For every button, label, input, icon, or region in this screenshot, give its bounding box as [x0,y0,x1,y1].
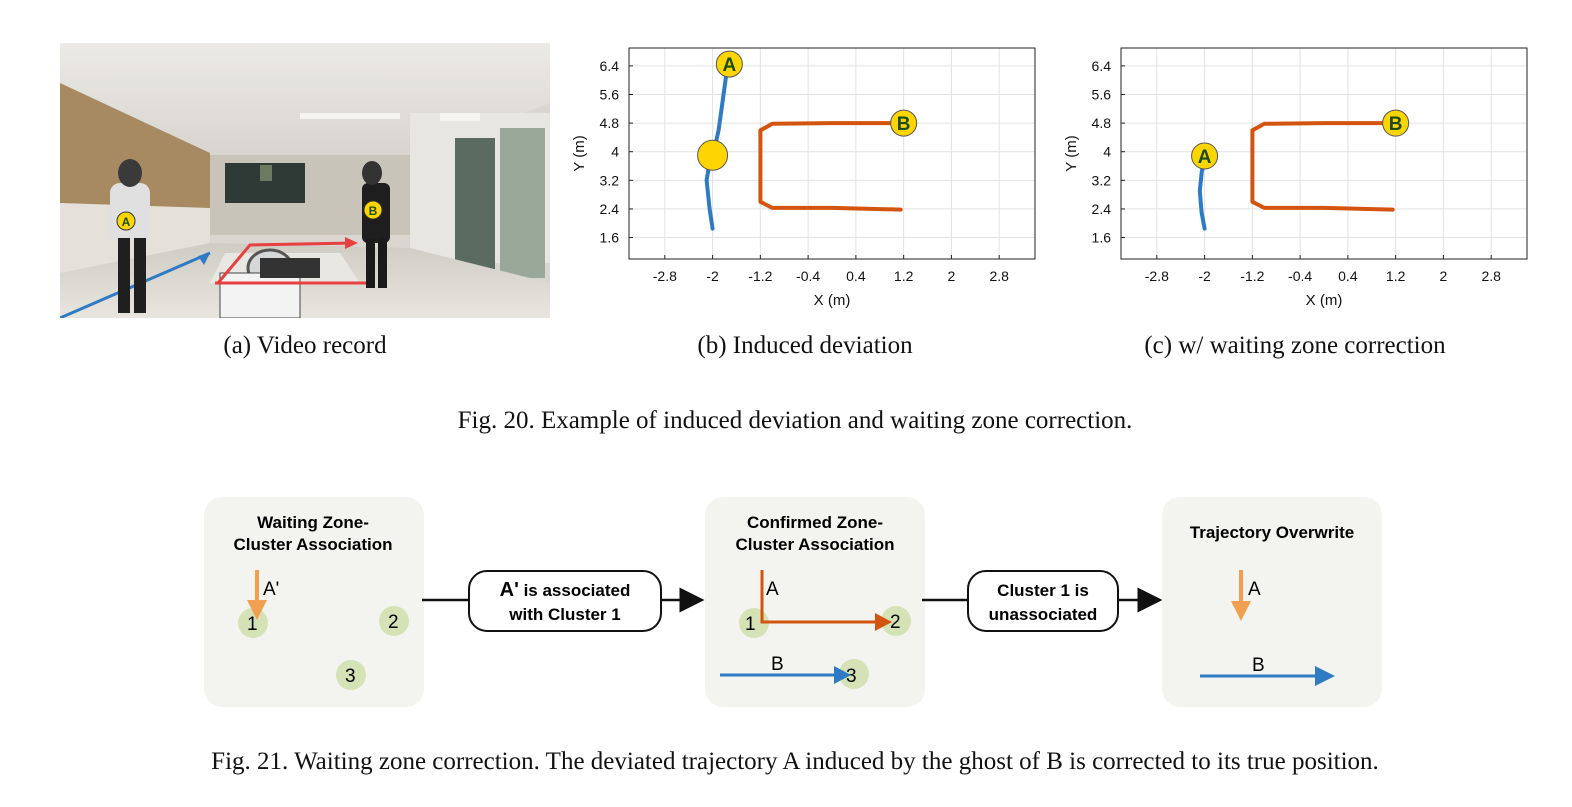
cluster-2-confirmed-label: 2 [890,612,901,633]
marker-b [1382,109,1410,137]
y-tick-label: 4 [1103,144,1111,160]
y-axis-label: Y (m) [1063,135,1080,171]
cluster-3-confirmed [839,659,869,689]
panel2-title-2: Cluster Association [735,535,894,554]
panel3-title: Trajectory Overwrite [1190,523,1354,542]
cluster-3 [336,660,366,690]
y-axis-label: Y (m) [571,135,588,171]
x-tick-label: 2.8 [989,268,1009,284]
plot-area [629,48,1035,259]
marker-label: B [897,114,911,135]
y-tick-label: 5.6 [600,86,620,102]
step2-line2: unassociated [989,605,1098,624]
subcaption-a: (a) Video record [223,332,387,359]
marker-label: B [1389,114,1403,135]
step-associated [468,570,662,632]
y-tick-label: 1.6 [1092,230,1112,246]
x-axis-label: X (m) [1306,292,1343,309]
step1-line1: A' is associated [500,579,631,601]
marker-a [1191,142,1219,170]
x-tick-label: -2 [706,268,719,284]
waiting-zone-diagram: Waiting Zone- Cluster Association 1 2 3 … [204,497,1382,707]
arrow-a-prime-label: A' [263,579,279,600]
plot-frame [628,47,1036,260]
step2-line1: Cluster 1 is [997,581,1089,600]
x-tick-label: -1.2 [1240,268,1264,284]
panel1-title-1: Waiting Zone- [257,513,369,532]
y-tick-label: 4 [611,144,619,160]
plot-frame [1120,47,1528,260]
marker-label: A [722,55,736,76]
subcaption-b: (b) Induced deviation [697,332,913,359]
video-record-photo: A B [60,43,550,318]
arrow-b-confirmed-label: B [771,654,784,675]
x-tick-label: 1.2 [1386,268,1406,284]
marker-a [715,50,743,78]
x-tick-label: -2.8 [653,268,677,284]
trajectory-series-2 [758,121,906,212]
x-tick-label: -1.2 [748,268,772,284]
marker-b [890,109,918,137]
x-tick-label: 2.8 [1481,268,1501,284]
panel-confirmed-zone [705,497,925,707]
panel-waiting-zone [204,497,424,707]
y-tick-label: 1.6 [600,230,620,246]
cluster-1-confirmed-label: 1 [745,614,756,635]
arrow-b-overwrite-label: B [1252,655,1265,676]
cluster-1 [238,608,268,638]
photo-marker-b: B [369,204,378,218]
y-tick-label: 3.2 [1092,172,1112,188]
arrow-a-confirmed-label: A [766,579,779,600]
cluster-2-label: 2 [388,612,399,633]
waiting-zone-correction-chart: -2.8 -2 -1.2 -0.4 0.4 1.2 2 2.8 1.6 2.4 3.2 4 4.8 5.6… [1063,47,1528,309]
x-tick-label: 1.2 [894,268,914,284]
arrow-a-confirmed [760,570,877,624]
x-tick-label: -0.4 [796,268,820,284]
cluster-3-label: 3 [345,666,356,687]
y-tick-label: 3.2 [600,172,620,188]
y-tick-label: 4.8 [1092,115,1112,131]
fig20-caption: Fig. 20. Example of induced deviation an… [457,407,1133,434]
x-tick-label: 0.4 [846,268,866,284]
panel-trajectory-overwrite [1162,497,1382,707]
step1-line2: with Cluster 1 [508,605,620,624]
marker-label: A [1198,147,1212,168]
y-tick-label: 6.4 [1092,58,1112,74]
x-tick-label: -2.8 [1145,268,1169,284]
x-tick-label: 2 [948,268,956,284]
cluster-2-confirmed [881,606,911,636]
x-tick-label: -2 [1198,268,1211,284]
marker-ghost [697,139,729,171]
cluster-2 [379,606,409,636]
y-tick-label: 2.4 [1092,201,1112,217]
panel1-title-2: Cluster Association [233,535,392,554]
step-unassociated [967,570,1119,632]
x-axis-label: X (m) [814,292,851,309]
cluster-3-confirmed-label: 3 [846,666,857,687]
y-tick-label: 4.8 [600,115,620,131]
trajectory-series-2 [1250,121,1398,212]
arrow-a-overwrite-label: A [1248,579,1261,600]
photo-marker-a: A [122,215,131,229]
x-tick-label: 2 [1440,268,1448,284]
x-tick-label: -0.4 [1288,268,1312,284]
panel2-title-1: Confirmed Zone- [747,513,883,532]
subcaption-c: (c) w/ waiting zone correction [1144,332,1446,359]
y-tick-label: 5.6 [1092,86,1112,102]
x-tick-label: 0.4 [1338,268,1358,284]
fig21-caption: Fig. 21. Waiting zone correction. The de… [211,748,1379,775]
y-tick-label: 6.4 [600,58,620,74]
y-tick-label: 2.4 [600,201,620,217]
cluster-1-label: 1 [247,614,258,635]
plot-area [1121,48,1527,259]
induced-deviation-chart: -2.8 -2 -1.2 -0.4 0.4 1.2 2 2.8 1.6 2.4 3.2 4 4.8 5.6… [571,47,1036,309]
